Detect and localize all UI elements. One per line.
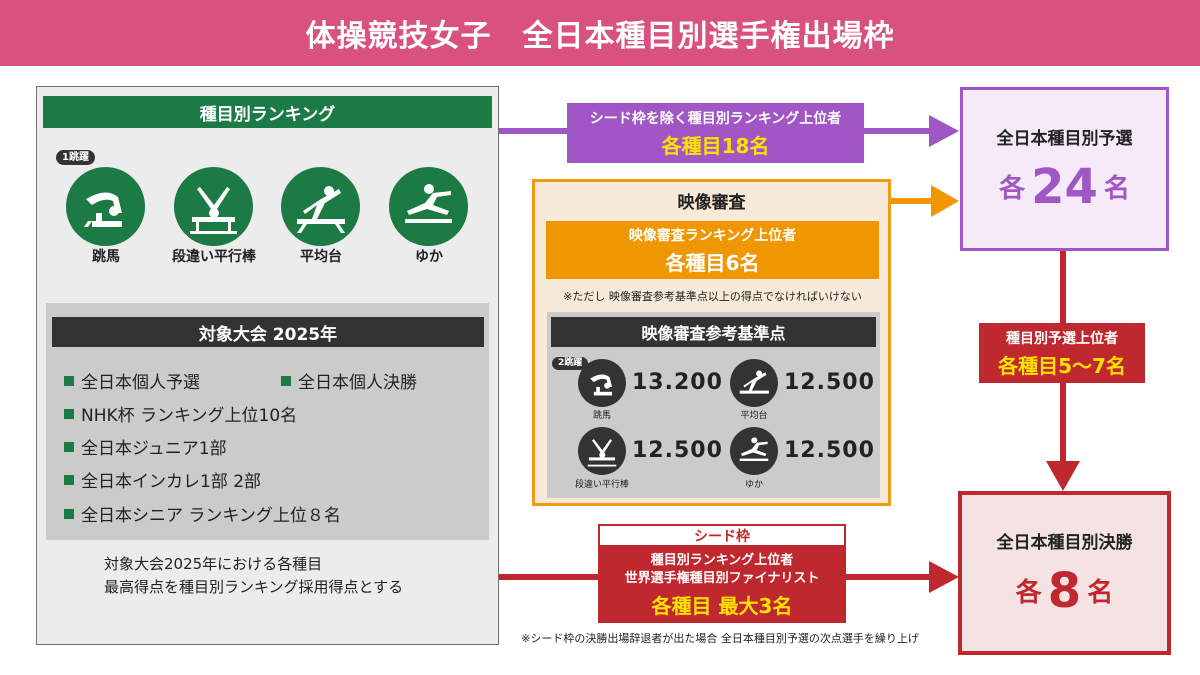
competition-item: 全日本個人予選 bbox=[64, 368, 200, 393]
ranking-header: 種目別ランキング bbox=[43, 96, 492, 128]
seed-arrow-head bbox=[929, 561, 959, 593]
score-value-bars: 12.500 bbox=[632, 438, 723, 463]
uneven-bars-icon bbox=[578, 427, 626, 475]
score-value-floor: 12.500 bbox=[784, 438, 875, 463]
score-value-vault: 13.200 bbox=[632, 370, 723, 395]
balance-beam-icon bbox=[730, 359, 778, 407]
uneven-bars-label: 段違い平行棒 bbox=[172, 249, 256, 265]
seed-tag: シード枠 bbox=[598, 524, 846, 547]
page-title: 体操競技女子 全日本種目別選手権出場枠 bbox=[0, 0, 1200, 66]
purple-flow-label: シード枠を除く種目別ランキング上位者 各種目18名 bbox=[567, 103, 864, 163]
competition-item: 全日本ジュニア1部 bbox=[64, 434, 227, 459]
score-label-vault: 跳馬 bbox=[592, 411, 611, 421]
video-review-title: 映像審査 bbox=[677, 192, 746, 213]
preliminary-title: 全日本種目別予選 bbox=[996, 128, 1133, 149]
competition-item: NHK杯 ランキング上位10名 bbox=[64, 401, 297, 426]
score-label-bars: 段違い平行棒 bbox=[574, 480, 629, 490]
reference-score-header: 映像審査参考基準点 bbox=[551, 317, 876, 347]
vault-label: 跳馬 bbox=[92, 249, 120, 265]
red-vertical-arrow-head bbox=[1046, 461, 1080, 491]
video-ranking-label: 映像審査ランキング上位者 各種目6名 bbox=[546, 221, 879, 279]
vault-icon bbox=[578, 359, 626, 407]
floor-icon bbox=[389, 167, 468, 246]
balance-beam-icon bbox=[281, 167, 360, 246]
ranking-note-line2: 最高得点を種目別ランキング採用得点とする bbox=[104, 578, 404, 596]
final-title: 全日本種目別決勝 bbox=[996, 532, 1133, 553]
competition-item: 全日本シニア ランキング上位８名 bbox=[64, 501, 341, 526]
purple-arrow-head bbox=[929, 115, 959, 147]
orange-arrow-line bbox=[891, 198, 933, 204]
competition-item: 全日本インカレ1部 2部 bbox=[64, 467, 261, 492]
seed-note: ※シード枠の決勝出場辞退者が出た場合 全日本種目別予選の次点選手を繰り上げ bbox=[521, 632, 919, 645]
vault-icon bbox=[66, 167, 145, 246]
video-review-note: ※ただし 映像審査参考基準点以上の得点でなければいけない bbox=[563, 290, 862, 303]
seed-label: 種目別ランキング上位者 世界選手権種目別ファイナリスト 各種目 最大3名 bbox=[598, 547, 846, 623]
vault-jump-badge-2: 2跳躍 bbox=[552, 357, 589, 370]
orange-arrow-head bbox=[931, 185, 959, 217]
balance-beam-label: 平均台 bbox=[300, 249, 342, 265]
floor-label: ゆか bbox=[415, 249, 443, 265]
uneven-bars-icon bbox=[174, 167, 253, 246]
red-flow-label: 種目別予選上位者 各種目5～7名 bbox=[979, 323, 1145, 383]
score-label-beam: 平均台 bbox=[740, 411, 768, 421]
score-value-beam: 12.500 bbox=[784, 370, 875, 395]
vault-jump-badge: 1跳躍 bbox=[56, 150, 95, 165]
ranking-note-line1: 対象大会2025年における各種目 bbox=[104, 555, 323, 573]
floor-icon bbox=[730, 427, 778, 475]
score-label-floor: ゆか bbox=[744, 480, 763, 490]
competition-item: 全日本個人決勝 bbox=[281, 368, 417, 393]
target-competitions-header: 対象大会 2025年 bbox=[52, 317, 484, 347]
